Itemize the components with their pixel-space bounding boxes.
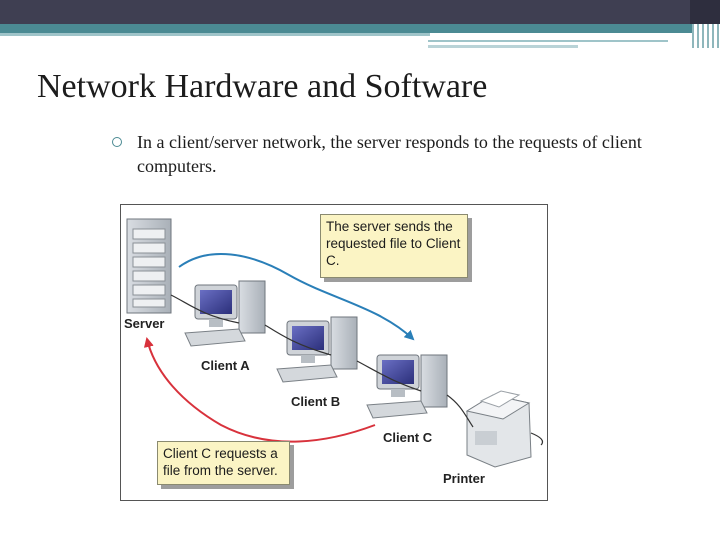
- client-requests-callout: Client C requests a file from the server…: [157, 441, 290, 485]
- header-accent-line: [0, 33, 430, 36]
- client-c-label: Client C: [383, 430, 433, 445]
- bullet-circle-icon: [112, 137, 122, 147]
- request-file-arrow: [143, 337, 376, 443]
- client-b-label: Client B: [291, 394, 341, 409]
- header-accent-line-3: [428, 45, 578, 48]
- send-file-arrow: [178, 252, 415, 341]
- network-cables: [170, 294, 544, 446]
- printer-label: Printer: [443, 471, 485, 486]
- server-icon: [126, 218, 172, 314]
- bullet-text: In a client/server network, the server r…: [137, 132, 642, 176]
- network-diagram: Server Client A Client B Client C Printe…: [120, 204, 548, 501]
- client-b-computer-icon: [276, 316, 358, 383]
- header-accent-strip: [0, 24, 720, 33]
- server-label: Server: [124, 316, 165, 331]
- header-accent-line-2: [428, 40, 668, 42]
- header-band: [0, 0, 720, 24]
- header-band-corner: [690, 0, 720, 24]
- printer-icon: [465, 390, 532, 468]
- client-c-computer-icon: [366, 354, 448, 419]
- client-a-computer-icon: [184, 280, 266, 347]
- server-sends-callout: The server sends the requested file to C…: [320, 214, 468, 278]
- client-a-label: Client A: [201, 358, 250, 373]
- network-diagram-art: [126, 218, 544, 468]
- slide-title: Network Hardware and Software: [37, 68, 488, 105]
- header-stripes: [692, 24, 720, 48]
